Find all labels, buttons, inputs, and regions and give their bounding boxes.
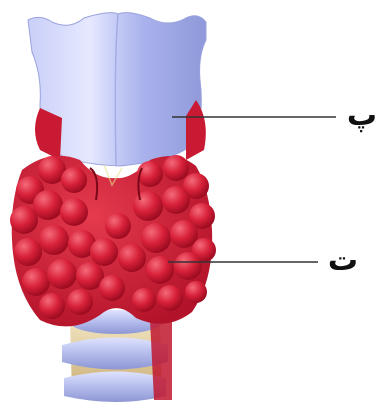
label-te: ت — [328, 243, 358, 278]
thyroid-gland — [10, 155, 216, 326]
label-pe: پ — [347, 98, 377, 133]
